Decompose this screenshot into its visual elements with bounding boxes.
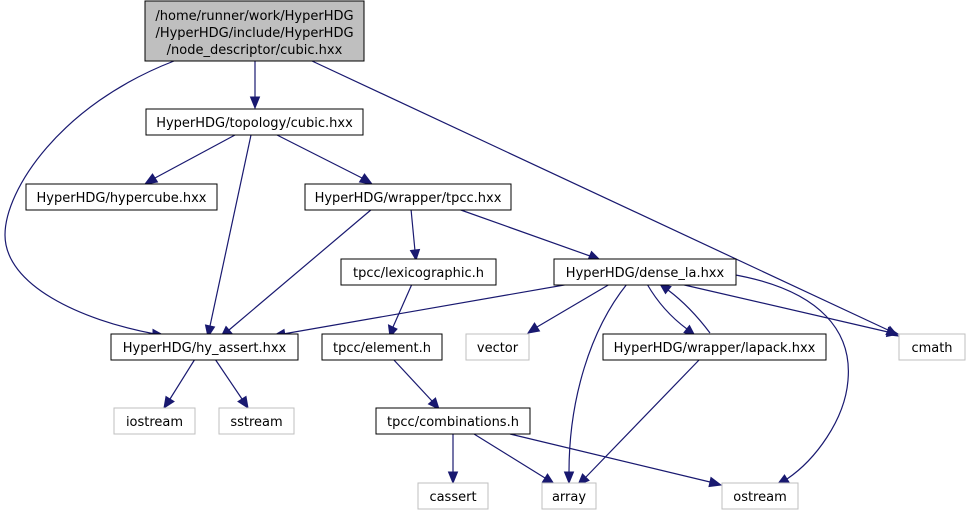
- node-label: HyperHDG/hypercube.hxx: [37, 191, 207, 206]
- edge-hy-assert-to-sstream: [214, 358, 243, 400]
- node-box: [721, 482, 799, 510]
- node-box: [541, 482, 597, 510]
- node-box: [321, 333, 443, 361]
- node-box: [304, 183, 512, 211]
- node-iostream[interactable]: iostream: [113, 407, 196, 435]
- node-box: [340, 258, 497, 286]
- edge-dense-la-to-cmath: [679, 283, 889, 333]
- arrowhead: [237, 395, 249, 410]
- edge-tpcc-to-lexicographic: [410, 208, 416, 252]
- nodes: /home/runner/work/HyperHDG /HyperHDG/inc…: [25, 0, 966, 510]
- edge-root-to-hy-assert: [4, 60, 175, 335]
- edge-topology-to-hy-assert: [209, 134, 252, 327]
- node-combinations[interactable]: tpcc/combinations.h: [375, 407, 531, 435]
- arrowhead: [358, 173, 374, 185]
- node-array[interactable]: array: [541, 482, 597, 510]
- node-label-line-1: /home/runner/work/HyperHDG: [155, 9, 353, 24]
- edge-lapack-to-array: [585, 358, 701, 478]
- edge-dense-la-to-lapack: [646, 283, 688, 330]
- arrowhead: [708, 476, 723, 488]
- node-box: [110, 333, 299, 361]
- node-box: [25, 183, 218, 211]
- edge-combinations-to-ostream: [509, 433, 711, 483]
- node-label: sstream: [230, 415, 282, 430]
- edge-lapack-to-dense-la: [667, 289, 711, 334]
- node-box: [417, 482, 489, 510]
- node-label: cassert: [429, 490, 476, 505]
- node-label: HyperHDG/dense_la.hxx: [566, 266, 725, 281]
- edge-dense-la-to-array: [568, 283, 628, 473]
- node-topology-cubic[interactable]: HyperHDG/topology/cubic.hxx: [145, 108, 364, 136]
- node-label: iostream: [126, 415, 183, 430]
- node-label-line-2: /HyperHDG/include/HyperHDG: [155, 26, 353, 41]
- node-sstream[interactable]: sstream: [218, 407, 295, 435]
- arrowhead: [885, 326, 900, 338]
- node-cassert[interactable]: cassert: [417, 482, 489, 510]
- edge-hy-assert-to-iostream: [169, 358, 196, 400]
- edge-lexicographic-to-element: [392, 283, 413, 328]
- node-hypercube[interactable]: HyperHDG/hypercube.hxx: [25, 183, 218, 211]
- edge-root-to-cmath: [311, 60, 889, 331]
- edge-dense-la-to-vector: [536, 283, 611, 328]
- node-box: [898, 333, 966, 361]
- node-cmath[interactable]: cmath: [898, 333, 966, 361]
- arrowhead: [526, 322, 541, 334]
- node-vector[interactable]: vector: [465, 333, 530, 361]
- arrowhead: [143, 173, 159, 185]
- node-lapack[interactable]: HyperHDG/wrapper/lapack.hxx: [602, 333, 827, 361]
- arrowhead: [563, 471, 575, 485]
- edge-dense-la-to-ostream: [729, 273, 849, 480]
- node-box: [553, 258, 737, 286]
- node-label-line-3: /node_descriptor/cubic.hxx: [167, 43, 343, 58]
- node-lexicographic[interactable]: tpcc/lexicographic.h: [340, 258, 497, 286]
- arrowhead: [249, 96, 261, 110]
- node-root[interactable]: /home/runner/work/HyperHDG /HyperHDG/inc…: [144, 0, 365, 62]
- node-label: tpcc/combinations.h: [387, 415, 519, 430]
- node-box: [218, 407, 295, 435]
- node-hy-assert[interactable]: HyperHDG/hy_assert.hxx: [110, 333, 299, 361]
- edge-topology-to-tpcc: [276, 134, 363, 179]
- node-box: [375, 407, 531, 435]
- edge-dense-la-to-hy-assert: [282, 283, 571, 335]
- node-box: [144, 0, 365, 62]
- node-wrapper-tpcc[interactable]: HyperHDG/wrapper/tpcc.hxx: [304, 183, 512, 211]
- node-label: HyperHDG/hy_assert.hxx: [123, 341, 287, 356]
- node-label: HyperHDG/wrapper/tpcc.hxx: [315, 191, 502, 206]
- node-box: [602, 333, 827, 361]
- node-label: HyperHDG/topology/cubic.hxx: [156, 116, 353, 131]
- edge-topology-to-hypercube: [154, 134, 236, 179]
- edge-tpcc-to-hy-assert: [228, 208, 373, 331]
- node-label: vector: [477, 341, 519, 356]
- node-label: cmath: [911, 341, 952, 356]
- node-dense-la[interactable]: HyperHDG/dense_la.hxx: [553, 258, 737, 286]
- node-label: tpcc/element.h: [333, 341, 431, 356]
- node-label: HyperHDG/wrapper/lapack.hxx: [614, 341, 816, 356]
- node-element[interactable]: tpcc/element.h: [321, 333, 443, 361]
- node-label: array: [552, 490, 586, 505]
- node-label: tpcc/lexicographic.h: [353, 266, 484, 281]
- arrowhead: [447, 471, 459, 485]
- edge-element-to-combinations: [392, 358, 433, 402]
- arrowhead: [163, 395, 175, 410]
- node-box: [465, 333, 530, 361]
- edge-tpcc-to-dense-la: [457, 208, 591, 257]
- node-ostream[interactable]: ostream: [721, 482, 799, 510]
- edge-combinations-to-array: [473, 433, 546, 479]
- node-box: [113, 407, 196, 435]
- arrowhead: [409, 248, 421, 262]
- arrowhead: [427, 397, 440, 410]
- node-label: ostream: [733, 490, 787, 505]
- node-box: [145, 108, 364, 136]
